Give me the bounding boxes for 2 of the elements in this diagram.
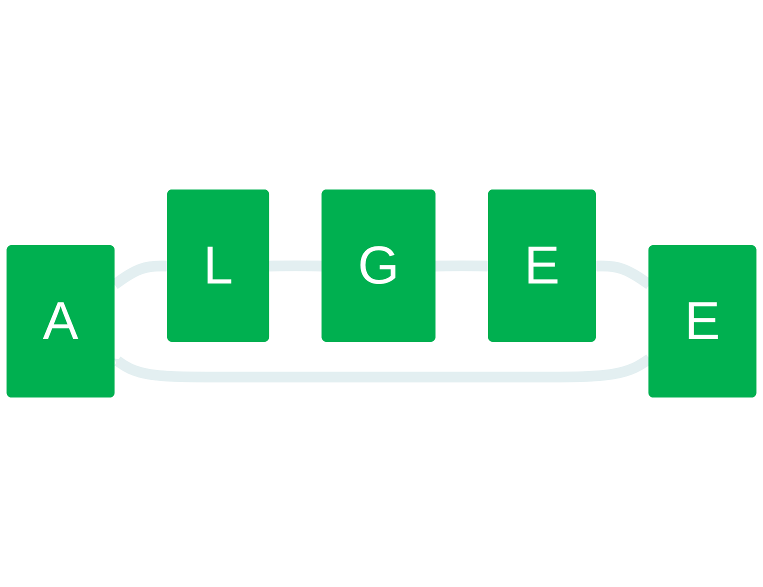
connector	[434, 260, 490, 272]
connector	[268, 260, 324, 272]
